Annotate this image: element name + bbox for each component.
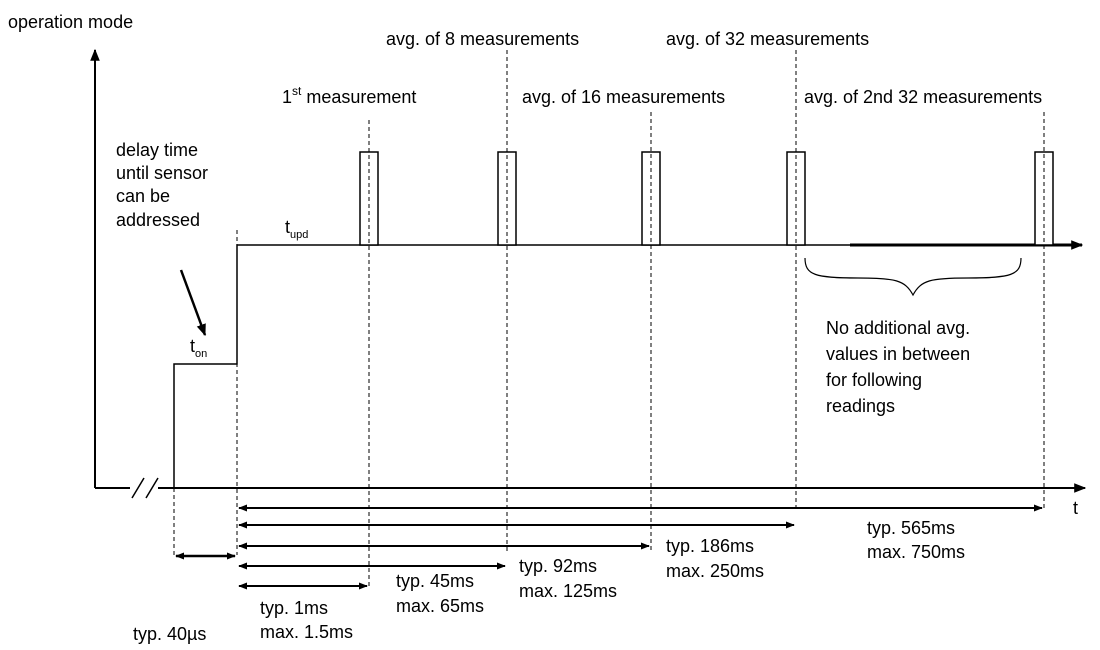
mode-signal-line — [173, 244, 850, 488]
timing-186ms-typ: typ. 186ms — [666, 536, 754, 556]
timing-565ms-typ: typ. 565ms — [867, 518, 955, 538]
timing-45ms-typ: typ. 45ms — [396, 571, 474, 591]
note-line-2: values in between — [826, 344, 970, 364]
x-axis-label: t — [1073, 498, 1078, 518]
brace — [804, 257, 1022, 297]
timing-40us: typ. 40µs — [133, 624, 206, 644]
timing-186ms-max: max. 250ms — [666, 561, 764, 581]
timing-92ms-typ: typ. 92ms — [519, 556, 597, 576]
label-t-on: ton — [190, 336, 207, 360]
axis-break-mark-1 — [131, 477, 145, 499]
note-line-4: readings — [826, 396, 895, 416]
delay-note-line-1: delay time — [116, 140, 198, 160]
label-t-upd: tupd — [285, 217, 308, 241]
timing-92ms-max: max. 125ms — [519, 581, 617, 601]
label-avg-2nd-32: avg. of 2nd 32 measurements — [804, 87, 1042, 107]
label-avg-8: avg. of 8 measurements — [386, 29, 579, 49]
label-avg-16: avg. of 16 measurements — [522, 87, 725, 107]
delay-note-arrow — [179, 269, 207, 337]
delay-note-line-3: can be — [116, 186, 170, 206]
note-line-1: No additional avg. — [826, 318, 970, 338]
timing-565ms-max: max. 750ms — [867, 542, 965, 562]
note-line-3: for following — [826, 370, 922, 390]
axis-break-mark-2 — [145, 477, 159, 499]
label-avg-32: avg. of 32 measurements — [666, 29, 869, 49]
timing-45ms-max: max. 65ms — [396, 596, 484, 616]
delay-note-line-4: addressed — [116, 210, 200, 230]
delay-note-line-2: until sensor — [116, 163, 208, 183]
label-first-measurement: 1st measurement — [282, 84, 416, 107]
timing-1ms-max: max. 1.5ms — [260, 622, 353, 642]
timing-1ms-typ: typ. 1ms — [260, 598, 328, 618]
y-axis-label: operation mode — [8, 12, 133, 32]
